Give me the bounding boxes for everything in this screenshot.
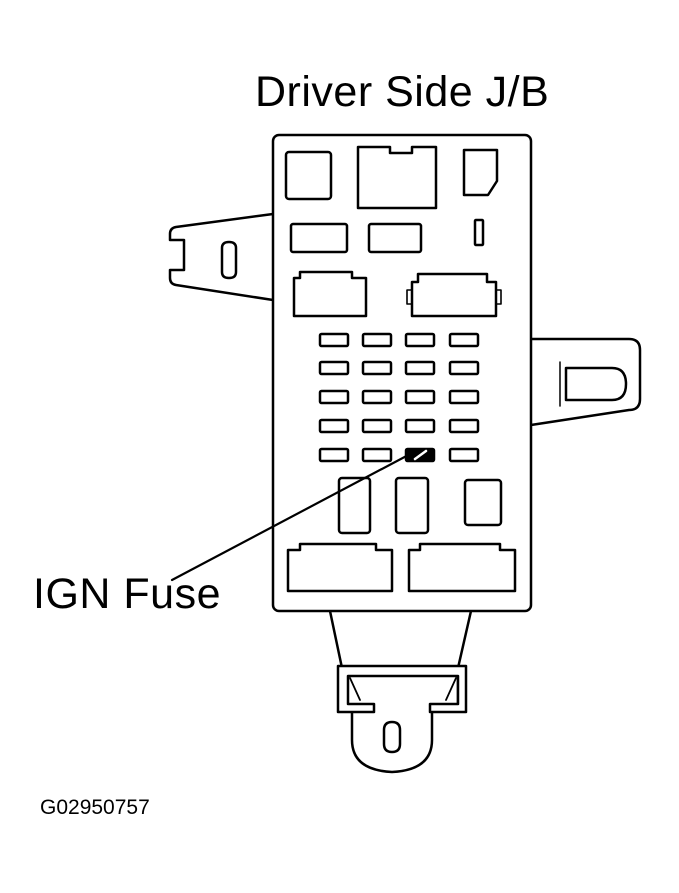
fuse-slot (404, 418, 436, 434)
fuse-slot (361, 447, 393, 463)
fuse-slot (448, 332, 480, 348)
right-tab-slot (564, 366, 628, 402)
fuse-slot (318, 389, 350, 405)
relay-lower-left (337, 476, 372, 535)
fuse-slot (361, 418, 393, 434)
ign-fuse-mark (413, 449, 428, 461)
figure-code: G02950757 (40, 796, 150, 819)
relay-top-center (356, 145, 438, 210)
diagram-title: Driver Side J/B (255, 68, 550, 116)
connector-left (292, 270, 368, 318)
fuse-slot (361, 360, 393, 376)
bottom-clip (336, 664, 468, 714)
ign-fuse-leader-line (170, 450, 416, 582)
connector-bottom-left (286, 542, 394, 593)
ign-fuse-label: IGN Fuse (33, 570, 221, 618)
left-tab-slot (220, 240, 238, 280)
relay-mid-center (367, 222, 423, 254)
fuse-slot (404, 360, 436, 376)
connector-right (410, 272, 498, 318)
fuse-slot (448, 389, 480, 405)
junction-block-body (271, 133, 533, 613)
fuse-slot (318, 447, 350, 463)
fuse-slot (361, 332, 393, 348)
connector-right-notch-right (495, 289, 502, 305)
fuse-slot (448, 447, 480, 463)
fuse-slot (404, 389, 436, 405)
relay-top-left (284, 150, 333, 201)
fuse-slot (318, 418, 350, 434)
connector-right-notch-left (406, 289, 413, 305)
relay-lower-center (394, 476, 430, 535)
fuse-slot (448, 418, 480, 434)
bottom-clip-inner (349, 677, 457, 701)
relay-top-right (462, 148, 499, 197)
small-fuse-slot (473, 218, 485, 247)
fuse-slot (361, 389, 393, 405)
relay-lower-right (463, 478, 503, 527)
bottom-stem (328, 609, 473, 774)
fuse-slot (318, 332, 350, 348)
fuse-slot (404, 332, 436, 348)
bottom-slot (382, 720, 402, 754)
fuse-slot (448, 360, 480, 376)
fuse-grid (318, 332, 480, 463)
connector-bottom-right (407, 542, 517, 593)
fuse-slot (318, 360, 350, 376)
relay-mid-left (289, 222, 349, 254)
right-mounting-tab (529, 337, 642, 427)
